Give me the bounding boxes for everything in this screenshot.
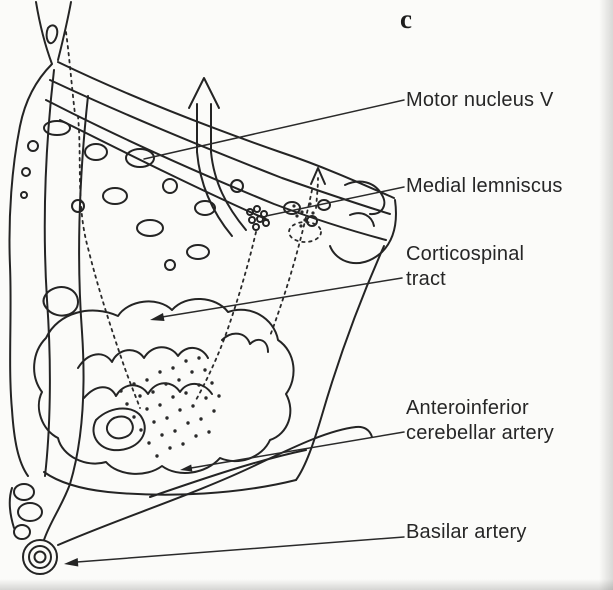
leader-corticospinal-tract <box>162 278 402 317</box>
label-corticospinal-tract: Corticospinal tract <box>406 243 525 290</box>
corticospinal-arrowhead-icon <box>150 313 165 321</box>
right-nuclei-cluster <box>284 200 330 242</box>
cerebellar-folds <box>34 299 293 474</box>
lower-outline <box>44 246 384 495</box>
basilar-artery-ring-outer <box>23 540 57 574</box>
aica-arrowhead-icon <box>180 464 193 472</box>
motor-nucleus-v-structure <box>126 149 154 167</box>
cerebellar-peduncle-fiber-sweeps <box>46 62 396 263</box>
basilar-artery-structure <box>10 484 57 574</box>
panel-letter: c <box>400 4 412 34</box>
perforating-arteries <box>44 70 88 540</box>
basilar-arrowhead-icon <box>64 558 79 567</box>
leader-anteroinferior-cerebellar-artery <box>191 432 404 468</box>
label-medial-lemniscus: Medial lemniscus <box>406 175 563 197</box>
leader-motor-nucleus-v <box>144 100 404 159</box>
medial-lemniscus-structure <box>247 206 269 230</box>
anteroinferior-cerebellar-artery-structure <box>58 427 372 545</box>
stipple-dots <box>119 356 221 458</box>
label-motor-nucleus-v: Motor nucleus V <box>406 89 554 111</box>
basilar-artery-ring-inner <box>35 552 46 563</box>
dashed-descending-tracts <box>78 116 312 408</box>
label-basilar-artery: Basilar artery <box>406 521 527 543</box>
leader-basilar-artery <box>77 537 404 562</box>
leader-medial-lemniscus <box>266 187 404 216</box>
brainstem-outline <box>9 2 75 476</box>
basilar-artery-ring-middle <box>29 546 51 568</box>
label-anteroinferior-cerebellar-artery: Anteroinferior cerebellar artery <box>406 397 554 444</box>
nuclei-blobs <box>21 121 243 316</box>
leader-lines <box>64 100 404 567</box>
